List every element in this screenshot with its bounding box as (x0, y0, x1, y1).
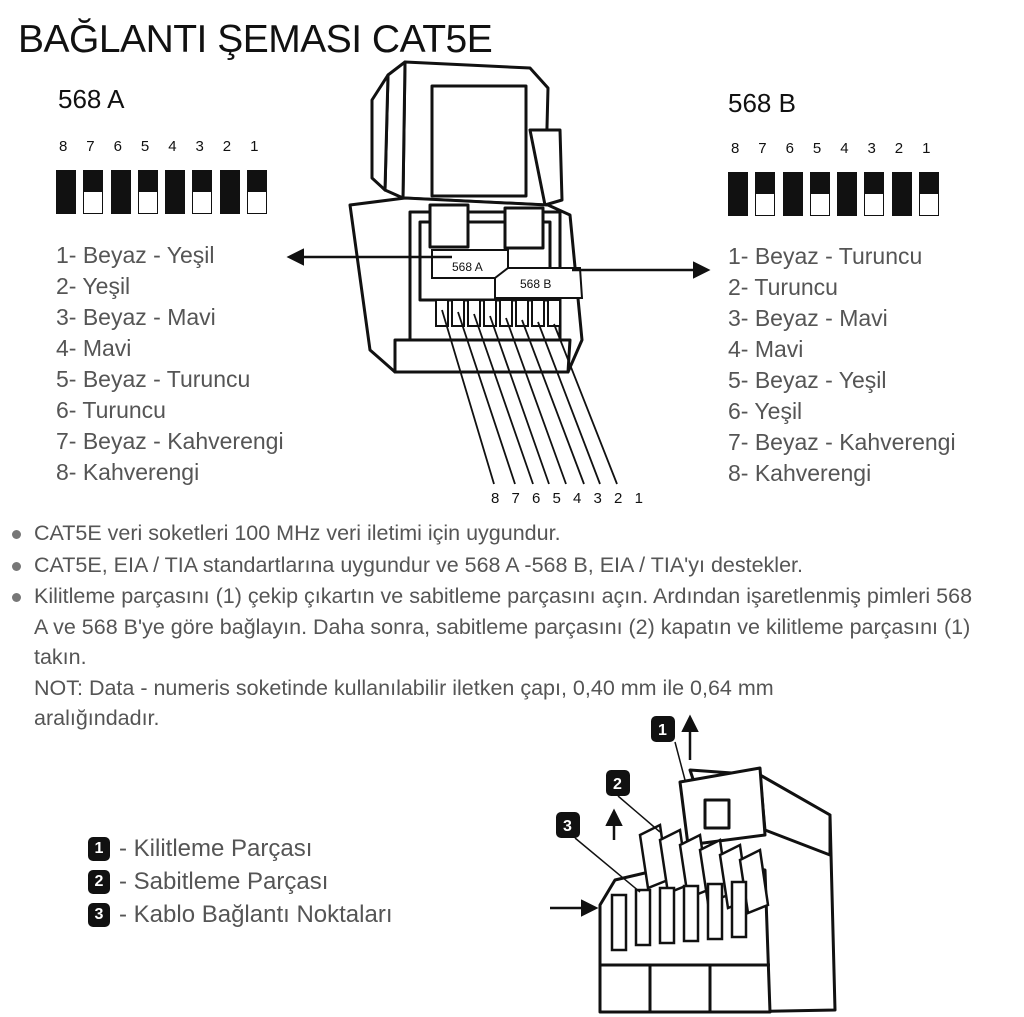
note-item: Kilitleme parçasını (1) çekip çıkartın v… (12, 581, 984, 673)
pin-number: 4 (840, 140, 849, 157)
callout-3-text: 3 (563, 818, 572, 835)
legend-item: 2 - Sabitleme Parçası (88, 865, 392, 898)
legend-item: 3 - Kablo Bağlantı Noktaları (88, 898, 392, 931)
standard-a-label: 568 A (58, 84, 125, 114)
standard-b-color-list: 1- Beyaz - Turuncu 2- Turuncu 3- Beyaz -… (728, 241, 956, 489)
bullet-icon (12, 530, 21, 539)
bullet-icon (12, 561, 21, 571)
standard-b-pin-numbers: 8 7 6 5 4 3 2 1 (731, 140, 949, 157)
leader-line-3 (574, 837, 641, 893)
standard-b-wire-bars (728, 172, 946, 216)
list-item: 7- Beyaz - Kahverengi (728, 429, 956, 455)
jack-illustration: 1 2 3 (550, 714, 837, 1014)
wire-bar (864, 172, 885, 216)
pin-number: 1 (922, 140, 931, 157)
legend: 1 - Kilitleme Parçası 2 - Sabitleme Parç… (88, 832, 392, 931)
pin-number: 2 (894, 140, 904, 157)
pin-number: 5 (140, 138, 150, 155)
pin-number: 5 (812, 140, 822, 157)
label-568a-text: 568 A (452, 260, 483, 274)
list-item: 5- Beyaz - Yeşil (728, 367, 887, 393)
wire-bar (247, 170, 268, 214)
label-568a: 568 A (431, 249, 509, 279)
wire-bar (837, 172, 858, 216)
label-568b: 568 B (494, 267, 584, 299)
list-item: 8- Kahverengi (56, 459, 200, 485)
pin-number: 2 (222, 138, 232, 155)
wire-bar (219, 170, 240, 214)
pin-number: 4 (168, 138, 177, 155)
note-item: CAT5E veri soketleri 100 MHz veri iletim… (12, 518, 1012, 549)
wire-bar (56, 170, 76, 214)
diagram-pin-numbers: 8 7 6 5 4 3 2 1 (491, 490, 646, 507)
pin-number: 3 (867, 140, 876, 157)
note-extra: NOT: Data - numeris soketinde kullanılab… (34, 675, 774, 731)
list-item: 6- Yeşil (728, 398, 803, 424)
wire-bar (110, 170, 131, 214)
wire-lines (441, 309, 618, 485)
badge-3: 3 (88, 902, 110, 927)
list-item: 2- Turuncu (728, 274, 838, 300)
page-title: BAĞLANTI ŞEMASI CAT5E (18, 18, 493, 61)
wire-bar (728, 172, 748, 216)
wire-bar (165, 170, 186, 214)
pin-number: 8 (59, 138, 68, 155)
wire-bar (83, 170, 104, 214)
leader-line-2 (617, 795, 661, 833)
pin-number: 8 (731, 140, 740, 157)
list-item: 4- Mavi (56, 335, 132, 361)
callout-badge-3 (556, 812, 580, 838)
list-item: 6- Turuncu (56, 397, 166, 423)
pin-number: 3 (195, 138, 204, 155)
callout-1-text: 1 (658, 722, 667, 739)
standard-a-color-list: 1- Beyaz - Yeşil 2- Yeşil 3- Beyaz - Mav… (56, 240, 284, 488)
label-568b-text: 568 B (520, 277, 551, 291)
list-item: 1- Beyaz - Turuncu (728, 243, 923, 269)
callout-badge-2 (606, 770, 630, 796)
wire-bar (755, 172, 776, 216)
wire-bar (782, 172, 803, 216)
standard-b-label: 568 B (728, 88, 796, 118)
standard-a-wire-bars (56, 170, 274, 214)
bullet-icon (12, 593, 21, 602)
wire-bar (809, 172, 830, 216)
badge-2: 2 (88, 869, 110, 894)
pin-number: 1 (250, 138, 259, 155)
list-item: 2- Yeşil (56, 273, 131, 299)
list-item: 5- Beyaz - Turuncu (56, 366, 251, 392)
leader-line-1 (674, 741, 686, 781)
wire-bar (891, 172, 912, 216)
callout-2-text: 2 (613, 776, 622, 793)
list-item: 3- Beyaz - Mavi (56, 304, 216, 330)
wire-bar (919, 172, 940, 216)
list-item: 8- Kahverengi (728, 460, 872, 486)
pin-number: 7 (758, 140, 767, 157)
standard-a-pin-numbers: 8 7 6 5 4 3 2 1 (59, 138, 277, 155)
notes-section: CAT5E veri soketleri 100 MHz veri iletim… (12, 518, 1012, 734)
list-item: 4- Mavi (728, 336, 804, 362)
list-item: 7- Beyaz - Kahverengi (56, 428, 284, 454)
badge-1: 1 (88, 836, 110, 861)
callout-badge-1 (651, 716, 675, 742)
pin-number: 6 (113, 138, 122, 155)
list-item: 3- Beyaz - Mavi (728, 305, 888, 331)
wire-bar (192, 170, 213, 214)
cable-slots (610, 880, 748, 952)
legend-item: 1 - Kilitleme Parçası (88, 832, 392, 865)
jack-body (348, 60, 584, 374)
keystone-jack-diagram: 568 A 568 B 8 7 6 5 4 3 2 1 (286, 60, 711, 507)
list-item: 1- Beyaz - Yeşil (56, 242, 215, 268)
note-item: CAT5E, EIA / TIA standartlarına uygundur… (12, 550, 1012, 581)
wire-bar (137, 170, 158, 214)
pin-number: 7 (86, 138, 95, 155)
pin-number: 6 (785, 140, 794, 157)
